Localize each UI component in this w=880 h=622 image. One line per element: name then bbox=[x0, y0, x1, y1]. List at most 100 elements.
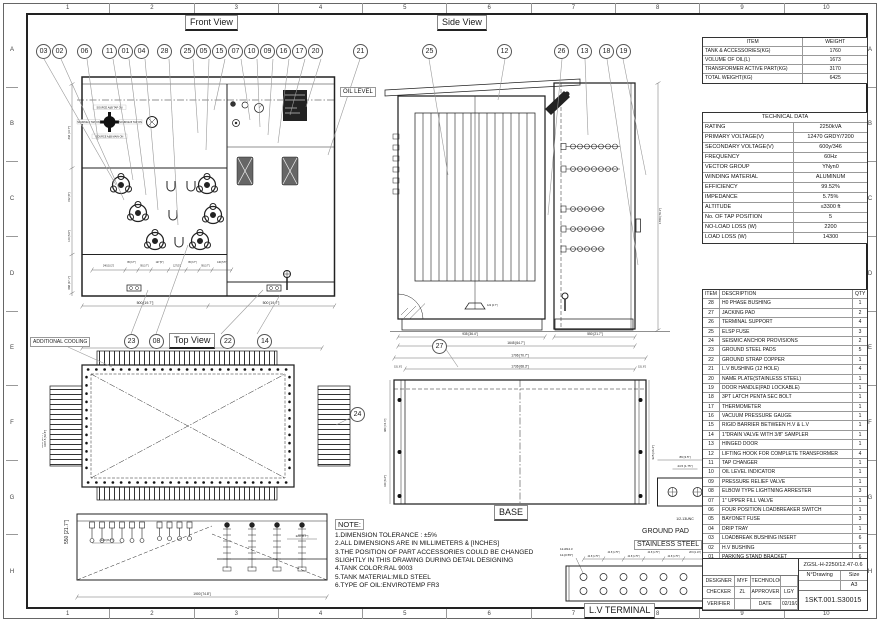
ground-pad-glyphs bbox=[126, 284, 282, 292]
additional-cooling-label: ADDITIONAL COOLING bbox=[30, 337, 91, 347]
parts-item-cell: 13 bbox=[708, 441, 714, 448]
technical-value-cell: 600y/346 bbox=[793, 143, 867, 152]
balloon-callout: 14 bbox=[257, 333, 273, 349]
svg-text:160 [6.3"]: 160 [6.3"] bbox=[383, 475, 387, 487]
parts-desc-cell: 3PT LATCH PENTA SEC BOLT bbox=[719, 393, 852, 402]
svg-text:95 [3.7"]: 95 [3.7"] bbox=[201, 266, 210, 268]
technical-data-table: TECHNICAL DATA RATING 2250kVA PRIMARY VO… bbox=[702, 112, 868, 244]
technical-data-row: NO-LOAD LOSS (W) 2200 bbox=[703, 223, 867, 233]
front-section-drawing: 220 [8.7"] 220 [8.7"] 1900 [74.8"] bbox=[75, 513, 329, 600]
parts-item-cell: 07 bbox=[708, 497, 714, 504]
technical-value-cell: 5.75% bbox=[793, 193, 867, 202]
weight-table-row: TOTAL WEIGHT(KG) 6425 bbox=[703, 74, 867, 83]
weight-table-row: TANK & ACCESSORIES(KG) 1760 bbox=[703, 47, 867, 56]
technical-label-cell: PRIMARY VOLTAGE(V) bbox=[705, 134, 764, 140]
grid-col-label: 9 bbox=[700, 609, 785, 619]
svg-text:SOURCE A&B TAP ON: SOURCE A&B TAP ON bbox=[97, 107, 123, 110]
balloon-callout: 23 bbox=[124, 333, 139, 349]
weight-value-cell: 3170 bbox=[802, 65, 867, 73]
front-bottom-balloon-row: 23 08 Top View 22 14 bbox=[124, 333, 273, 349]
technical-label-cell: EFFICIENCY bbox=[705, 184, 738, 190]
svg-text:122 [4.7"]: 122 [4.7"] bbox=[487, 304, 498, 307]
grid-col-label: 2 bbox=[110, 3, 195, 13]
grid-row-label: G bbox=[864, 461, 876, 536]
technical-label-cell: FREQUENCY bbox=[705, 154, 740, 160]
parts-item-cell: 04 bbox=[708, 525, 714, 532]
title-block-cell: MYF bbox=[735, 576, 751, 588]
technical-label-cell: NO-LOAD LOSS (W) bbox=[705, 224, 757, 230]
parts-item-cell: 03 bbox=[708, 535, 714, 542]
svg-text:12-Ø14.3: 12-Ø14.3 bbox=[560, 547, 573, 551]
parts-table-header: ITEM DESCRIPTION QTY bbox=[703, 290, 867, 300]
balloon-callout: 25 bbox=[180, 44, 195, 59]
parts-item-cell: 06 bbox=[708, 506, 714, 513]
parts-desc-cell: TAP CHANGER bbox=[719, 459, 852, 468]
grid-col-label: 3 bbox=[195, 609, 279, 619]
parts-desc-cell: H0 PHASE BUSHING bbox=[719, 299, 852, 308]
weight-table-row: VOLUME OF OIL(L) 1673 bbox=[703, 56, 867, 65]
parts-desc-cell: 1"DRAIN VALVE WITH 3/8" SAMPLER bbox=[719, 430, 852, 440]
note-line: 2.ALL DIMENSIONS ARE IN MILLIMETERS & [I… bbox=[335, 540, 500, 548]
parts-qty-cell: 1 bbox=[852, 459, 867, 468]
base-view-drawing: 1796 [70.7"] 1736 [68.3"] 15 [.6"] 15 [.… bbox=[383, 354, 655, 505]
parts-item-cell: 01 bbox=[708, 553, 714, 560]
grid-row-label: A bbox=[864, 13, 876, 88]
technical-data-row: No. OF TAP POSITION 5 bbox=[703, 213, 867, 223]
parts-header-item: ITEM bbox=[705, 291, 717, 297]
grid-row-label: F bbox=[864, 386, 876, 461]
parts-table-row: 03 LOADBREAK BUSHING INSERT 6 bbox=[703, 534, 867, 544]
technical-data-row: RATING 2250kVA bbox=[703, 123, 867, 133]
technical-label-cell: LOAD LOSS (W) bbox=[705, 234, 747, 240]
technical-value-cell: ALUMINUM bbox=[793, 173, 867, 182]
parts-desc-cell: BAYONET FUSE bbox=[719, 515, 852, 524]
balloon-callout: 12 bbox=[497, 44, 512, 59]
grid-row-label: F bbox=[6, 386, 18, 461]
svg-text:1780 [70.1"]: 1780 [70.1"] bbox=[658, 208, 662, 224]
grid-row-label: B bbox=[864, 88, 876, 163]
balloon-callout: 06 bbox=[77, 44, 92, 59]
balloon-callout: 25 bbox=[422, 44, 437, 59]
parts-item-cell: 14 bbox=[708, 431, 714, 438]
technical-data-row: SECONDARY VOLTAGE(V) 600y/346 bbox=[703, 143, 867, 153]
front-dim-chain bbox=[90, 267, 234, 273]
weight-value-cell: 1760 bbox=[802, 47, 867, 55]
parts-header-qty: QTY bbox=[852, 290, 867, 299]
svg-text:500 [19.7"]: 500 [19.7"] bbox=[263, 301, 280, 305]
balloon-callout: 18 bbox=[599, 44, 614, 59]
technical-data-row: ALTITUDE ≤3300 ft bbox=[703, 203, 867, 213]
weight-header-weight: WEIGHT bbox=[802, 38, 867, 46]
parts-desc-cell: LIFTING HOOK FOR COMPLETE TRANSFORMER bbox=[719, 449, 852, 459]
technical-data-row: VECTOR GROUP YNyn0 bbox=[703, 163, 867, 173]
note-line: 4.TANK COLOR:RAL 9003 bbox=[335, 565, 413, 573]
technical-label-cell: IMPEDANCE bbox=[705, 194, 738, 200]
svg-text:28.6 [1.13"]: 28.6 [1.13"] bbox=[689, 552, 701, 554]
parts-item-cell: 26 bbox=[708, 319, 714, 326]
parts-qty-cell: 1 bbox=[852, 477, 867, 487]
weight-value-cell: 6425 bbox=[802, 74, 867, 83]
balloon-callout: 15 bbox=[212, 44, 227, 59]
svg-text:SOURCE B TAP ON: SOURCE B TAP ON bbox=[119, 121, 142, 124]
balloon-callout: 22 bbox=[220, 333, 236, 349]
parts-desc-cell: HINGED DOOR bbox=[719, 440, 852, 449]
balloon-callout: 20 bbox=[308, 44, 323, 59]
technical-value-cell: 2250kVA bbox=[793, 123, 867, 132]
title-block-cell: VERIFIER bbox=[703, 598, 736, 610]
base-view-title: BASE bbox=[494, 505, 529, 521]
parts-item-cell: 02 bbox=[708, 544, 714, 551]
front-view-title: Front View bbox=[185, 15, 238, 31]
parts-item-cell: 12 bbox=[708, 450, 714, 457]
parts-item-cell: 15 bbox=[708, 422, 714, 429]
parts-qty-cell: 1 bbox=[852, 468, 867, 477]
parts-list-table: ITEM DESCRIPTION QTY 28 H0 PHASE BUSHING… bbox=[702, 289, 868, 564]
gauge-cluster bbox=[146, 101, 264, 128]
title-block-cell: DESIGNER bbox=[703, 576, 736, 588]
svg-text:1637.5 [64.5"]: 1637.5 [64.5"] bbox=[43, 430, 47, 447]
balloon-callout: 28 bbox=[157, 44, 172, 59]
parts-qty-cell: 3 bbox=[852, 487, 867, 496]
svg-text:152 [6"]: 152 [6"] bbox=[67, 192, 71, 202]
parts-qty-cell: 1 bbox=[852, 496, 867, 505]
svg-text:688 [27.1"]: 688 [27.1"] bbox=[67, 276, 71, 289]
parts-table-row: 13 HINGED DOOR 1 bbox=[703, 440, 867, 450]
parts-desc-cell: PRESSURE RELIEF VALVE bbox=[719, 477, 852, 487]
